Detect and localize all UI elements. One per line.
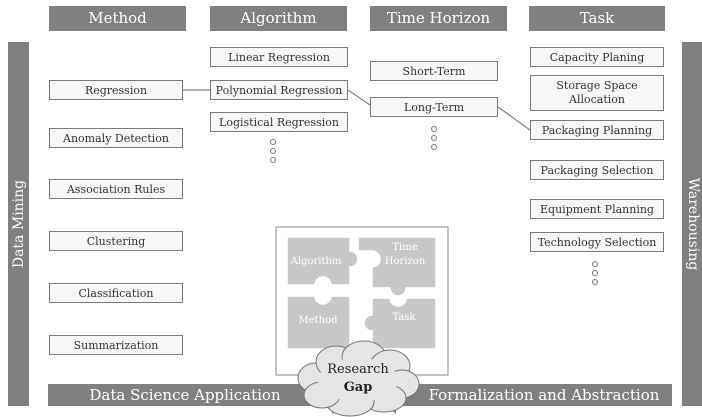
- method-summarization: Summarization: [49, 335, 183, 355]
- header-algorithm: Algorithm: [210, 6, 347, 31]
- cloud-fill: [318, 358, 398, 402]
- cloud-label-gap: Gap: [344, 380, 373, 395]
- bottom-arrow-right: [376, 376, 672, 414]
- task-capacity-planing: Capacity Planing: [530, 47, 664, 67]
- algorithm-polynomial-regression: Polynomial Regression: [210, 80, 348, 100]
- task-ellipsis: [590, 261, 600, 288]
- puzzle-label-method: Method: [298, 315, 338, 326]
- horizon-ellipsis: [429, 126, 439, 153]
- cloud-label-research: Research: [327, 362, 389, 377]
- connector-polynomial-longterm: [347, 89, 371, 106]
- header-time-horizon: Time Horizon: [370, 6, 507, 31]
- puzzle-piece-method: [286, 295, 351, 350]
- task-packaging-selection: Packaging Selection: [530, 160, 664, 180]
- method-anomaly-detection: Anomaly Detection: [49, 128, 183, 148]
- task-equipment-planning: Equipment Planning: [530, 199, 664, 219]
- puzzle-label-algorithm: Algorithm: [290, 256, 342, 267]
- method-classification: Classification: [49, 283, 183, 303]
- puzzle-piece-task: [363, 297, 437, 350]
- header-method: Method: [49, 6, 186, 31]
- task-technology-selection: Technology Selection: [530, 232, 664, 252]
- algorithm-logistical-regression: Logistical Regression: [210, 112, 348, 132]
- puzzle-label-time: Time: [392, 242, 417, 253]
- puzzle-piece-time-horizon: [357, 236, 437, 297]
- warehousing-bar: Warehousing: [682, 42, 702, 406]
- bottom-label-data-science: Data Science Application: [89, 386, 281, 404]
- method-regression: Regression: [49, 80, 183, 100]
- data-mining-bar: Data Mining: [8, 42, 29, 406]
- header-task: Task: [529, 6, 665, 31]
- horizon-long-term: Long-Term: [370, 97, 498, 117]
- bottom-label-formalization: Formalization and Abstraction: [428, 386, 660, 404]
- task-storage-space-allocation: Storage Space Allocation: [530, 75, 664, 111]
- connector-longterm-packaging: [497, 106, 531, 131]
- algorithm-linear-regression: Linear Regression: [210, 47, 348, 67]
- horizon-short-term: Short-Term: [370, 61, 498, 81]
- bottom-arrow-left: [48, 376, 352, 414]
- method-clustering: Clustering: [49, 231, 183, 251]
- task-packaging-planning: Packaging Planning: [530, 120, 664, 140]
- puzzle-piece-algorithm: [286, 236, 359, 286]
- algorithm-ellipsis: [268, 139, 278, 166]
- puzzle-label-horizon: Horizon: [385, 256, 426, 267]
- method-association-rules: Association Rules: [49, 179, 183, 199]
- puzzle-label-task: Task: [392, 312, 416, 323]
